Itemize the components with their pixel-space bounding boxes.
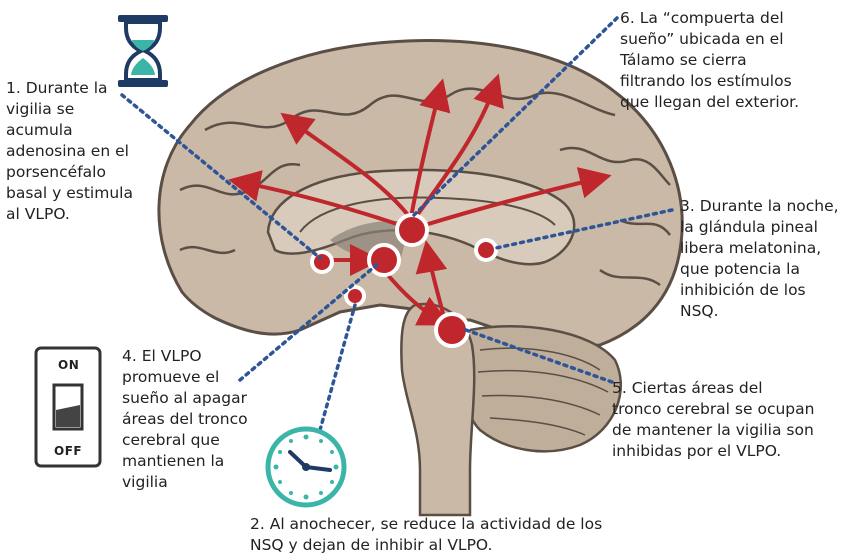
vlpo-node	[369, 245, 399, 275]
thalamus-node	[397, 215, 427, 245]
note-1-adenosine: 1. Durante la vigilia se acumula adenosi…	[6, 78, 156, 225]
note-4-vlpo: 4. El VLPO promueve el sueño al apagar á…	[122, 346, 272, 493]
switch-off-label: OFF	[54, 444, 82, 458]
clock-icon	[268, 429, 344, 505]
nsq-node	[346, 287, 364, 305]
leader-2	[320, 305, 355, 430]
brainstem-node	[436, 314, 468, 346]
note-2-nsq-dusk: 2. Al anochecer, se reduce la actividad …	[250, 514, 670, 556]
note-6-thalamus-gate: 6. La “compuerta del sueño” ubicada en e…	[620, 8, 850, 113]
note-5-brainstem: 5. Ciertas áreas del tronco cerebral se …	[612, 378, 852, 462]
note-3-pineal-melatonin: 3. Durante la noche, la glándula pineal …	[680, 196, 850, 322]
cerebellum	[461, 326, 621, 451]
pineal-node	[476, 240, 496, 260]
switch-on-label: ON	[58, 358, 79, 372]
hourglass-icon	[118, 15, 168, 87]
